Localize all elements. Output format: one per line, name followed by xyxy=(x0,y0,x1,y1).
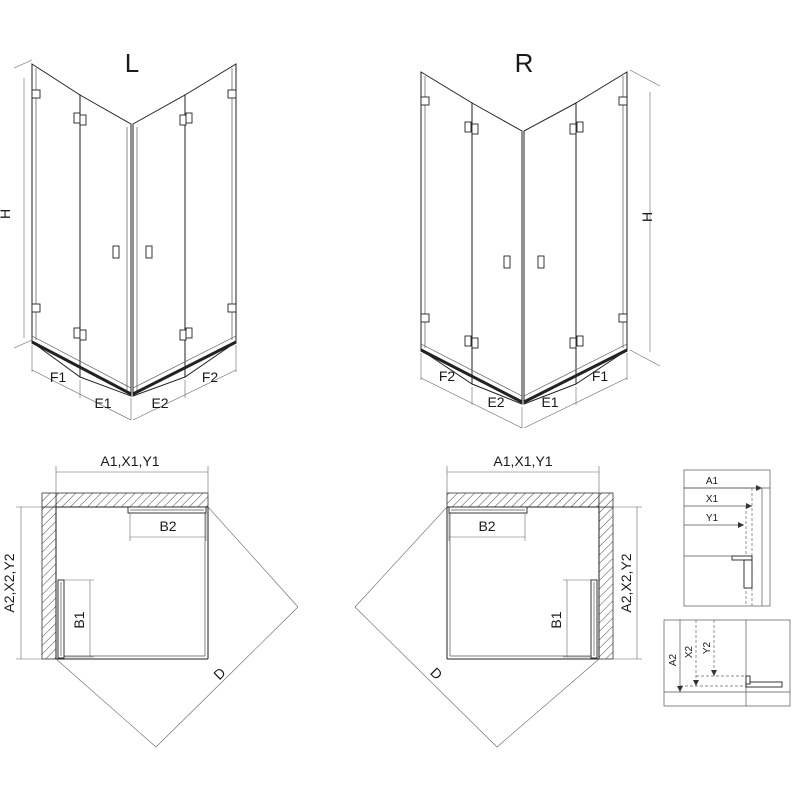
detail-bottom-label-3: Y2 xyxy=(702,641,713,654)
right-plan-diag-label: D xyxy=(427,664,445,682)
left-plan-b2-label: B2 xyxy=(159,518,176,534)
left-plan-depth-label: A2,X2,Y2 xyxy=(1,553,17,612)
right-seg-1: F2 xyxy=(439,368,456,384)
right-plan-b1-label: B1 xyxy=(548,611,564,628)
right-plan-width-label: A1,X1,Y1 xyxy=(493,453,552,469)
left-elevation xyxy=(13,59,237,421)
left-seg-2: E1 xyxy=(94,395,111,411)
detail-bottom-label-2: X2 xyxy=(684,645,695,658)
right-plan-b2-label: B2 xyxy=(478,518,495,534)
left-plan-width-label: A1,X1,Y1 xyxy=(100,453,159,469)
right-seg-2: E2 xyxy=(487,394,504,410)
detail-bottom-label-1: A2 xyxy=(668,653,679,666)
left-seg-1: F1 xyxy=(50,369,67,385)
left-view-title: L xyxy=(125,48,139,78)
right-view-title: R xyxy=(515,48,534,78)
left-height-label: H xyxy=(0,209,13,219)
right-plan-depth-label: A2,X2,Y2 xyxy=(618,553,634,612)
left-seg-4: F2 xyxy=(202,369,219,385)
right-plan xyxy=(354,466,642,748)
detail-top-label-3: Y1 xyxy=(706,513,719,524)
right-seg-4: F1 xyxy=(592,368,609,384)
left-seg-3: E2 xyxy=(151,395,168,411)
detail-top-label-2: X1 xyxy=(706,494,719,505)
detail-top xyxy=(683,469,771,607)
right-elevation xyxy=(420,69,661,429)
detail-bottom xyxy=(663,619,791,707)
detail-top-label-1: A1 xyxy=(706,476,719,487)
left-plan-diag-label: D xyxy=(210,664,228,682)
left-plan-b1-label: B1 xyxy=(71,611,87,628)
right-height-label: H xyxy=(639,212,655,222)
left-plan xyxy=(16,466,299,748)
right-seg-3: E1 xyxy=(541,394,558,410)
